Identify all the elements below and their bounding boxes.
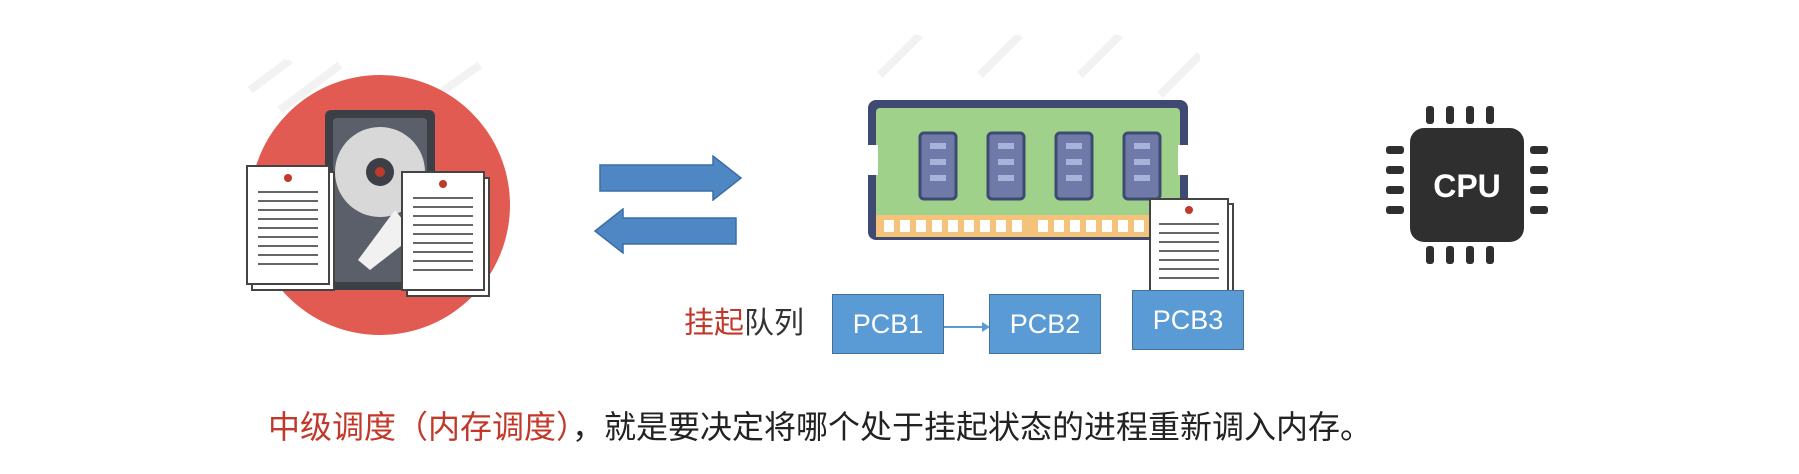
pcb-box-3: PCB3 <box>1132 290 1244 350</box>
cpu-label: CPU <box>1433 168 1501 204</box>
caption-rest: ，就是要决定将哪个处于挂起状态的进程重新调入内存。 <box>572 408 1373 446</box>
suspend-queue-rest: 队列 <box>744 306 804 341</box>
arrow-left-icon <box>593 207 738 258</box>
suspend-queue-label: 挂起队列 <box>684 298 804 342</box>
arrow-right-icon <box>598 154 743 205</box>
ram-module-illustration <box>860 32 1203 275</box>
pcb-box-2: PCB2 <box>989 294 1101 354</box>
pcb-box-1: PCB1 <box>832 294 944 354</box>
suspend-queue-highlight: 挂起 <box>684 306 744 341</box>
hard-disk-illustration <box>230 56 530 350</box>
cpu-chip-icon: CPU <box>1386 106 1548 264</box>
queue-link-arrow <box>944 318 990 337</box>
document-icon <box>401 171 490 297</box>
pcb-label: PCB1 <box>852 308 924 339</box>
caption: 中级调度（内存调度），就是要决定将哪个处于挂起状态的进程重新调入内存。 <box>268 402 1372 448</box>
document-icon <box>246 165 335 291</box>
pcb-label: PCB3 <box>1152 304 1224 335</box>
caption-highlight: 中级调度（内存调度） <box>268 408 573 446</box>
pcb-label: PCB2 <box>1009 308 1081 339</box>
cpu-chip-illustration: CPU <box>1382 100 1552 270</box>
ram-module-icon <box>868 100 1188 240</box>
document-icon <box>1147 198 1237 307</box>
